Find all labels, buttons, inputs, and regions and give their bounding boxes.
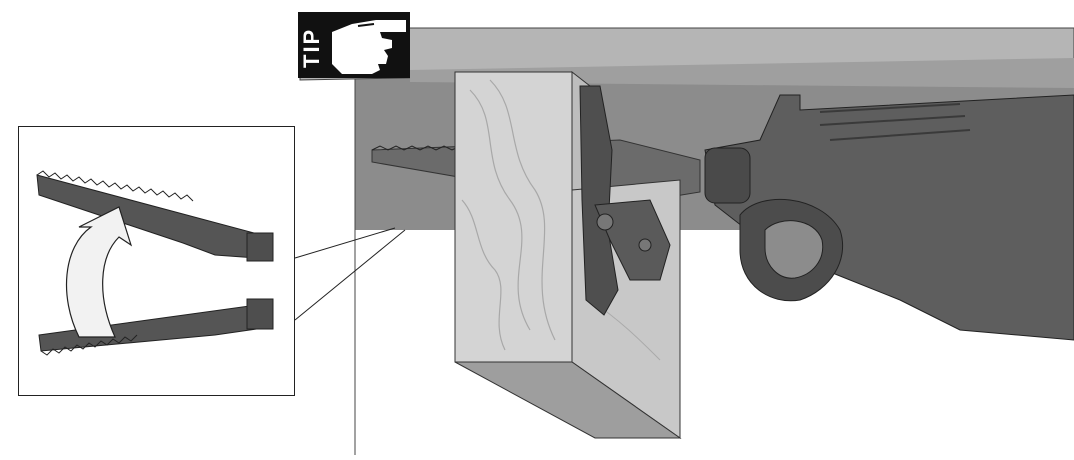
callout-lines (294, 227, 406, 321)
saw-blade-lower (38, 298, 274, 356)
overhead-board (299, 27, 1074, 88)
tip-label: TIP (299, 27, 324, 69)
saw-blade-upper (36, 170, 274, 262)
tip-badge: TIP (298, 12, 410, 78)
wood-block (454, 70, 682, 439)
reciprocating-saw (579, 85, 1074, 341)
flip-arrow-icon (65, 206, 133, 338)
pointing-hand-icon (332, 20, 406, 74)
blade-flip-inset (18, 126, 295, 396)
